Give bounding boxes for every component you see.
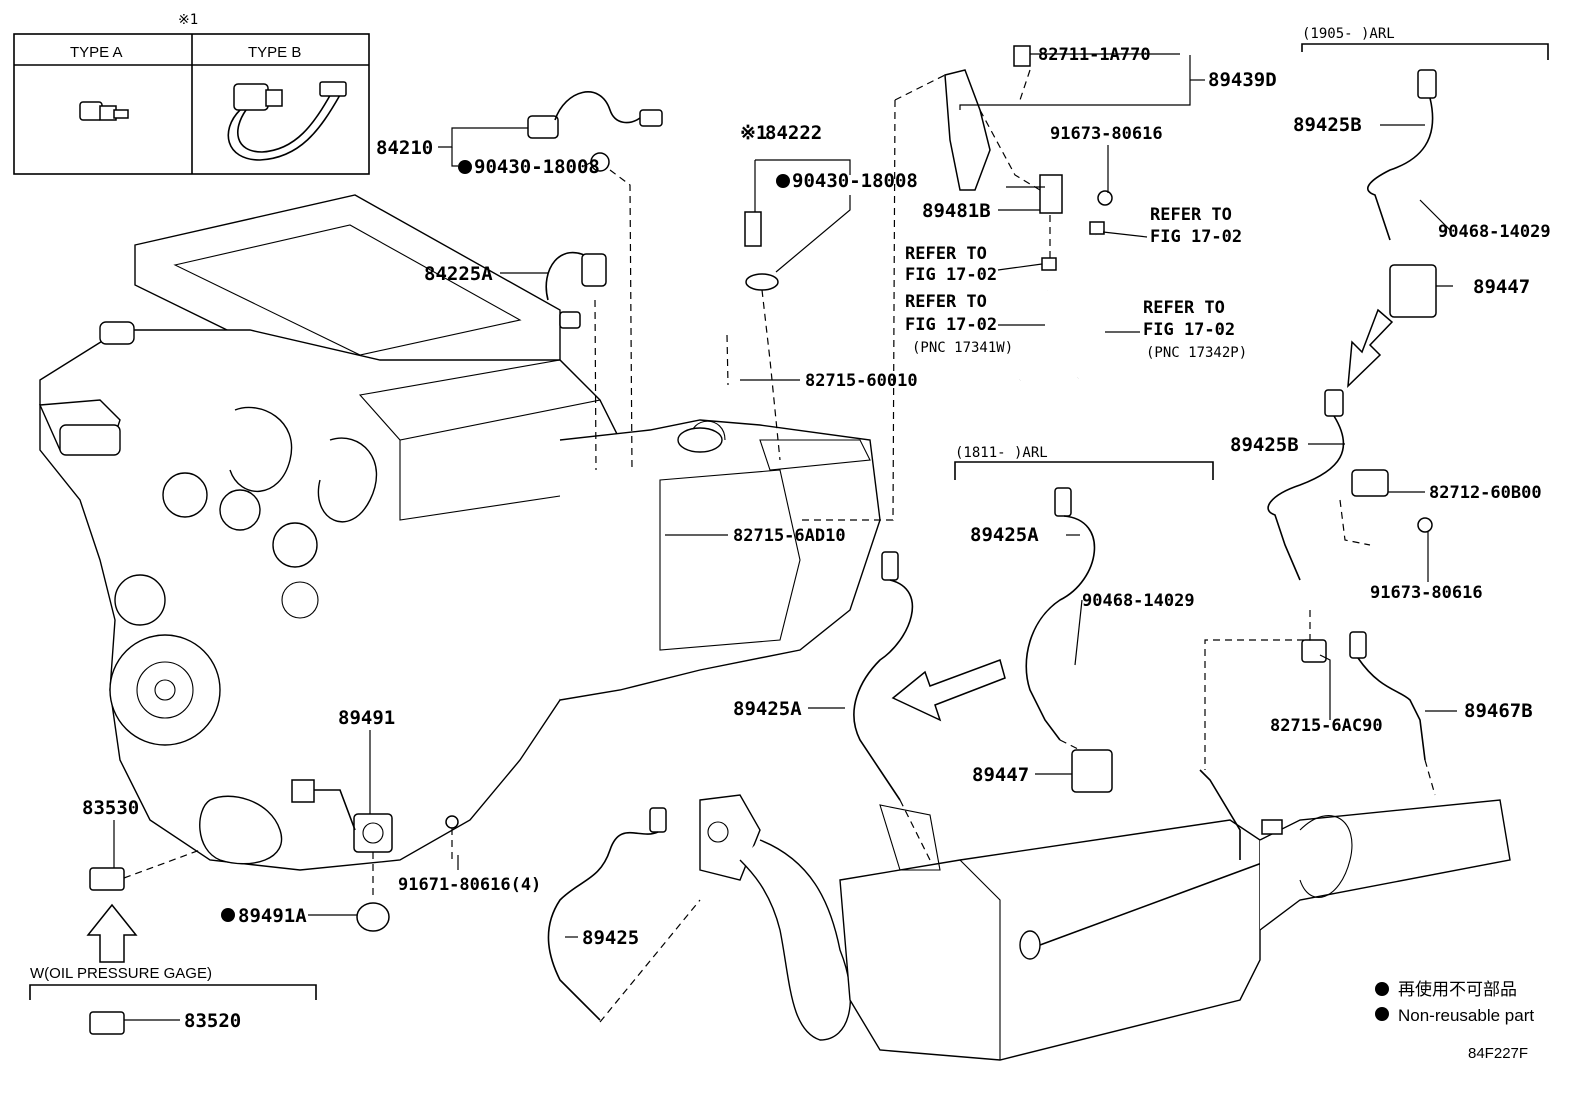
sensor-84210-icon (527, 91, 663, 172)
oil-gage-label: W(OIL PRESSURE GAGE) (30, 965, 212, 982)
refer-4-pnc: (PNC 17342P) (1146, 345, 1247, 361)
label-89491a: 89491A (238, 905, 307, 927)
label-84222-mark: ※1 (740, 122, 767, 144)
legend-dot-icon (1375, 1007, 1389, 1021)
refer-2-line1: REFER TO (905, 244, 987, 264)
refer-3-line2: FIG 17-02 (905, 315, 997, 335)
label-83520: 83520 (184, 1010, 241, 1032)
refer-1-line2: FIG 17-02 (1150, 227, 1242, 247)
label-89425a-right: 89425A (970, 524, 1039, 546)
diagram-code: 84F227F (1468, 1045, 1528, 1062)
label-89425b-top: 89425B (1293, 114, 1362, 136)
dashed-guides (123, 69, 1436, 1023)
label-89447-mid: 89447 (972, 764, 1029, 786)
exhaust-assembly-illustration (699, 769, 1511, 1061)
label-89439d: 89439D (1208, 69, 1277, 91)
label-84225a: 84225A (424, 263, 493, 285)
arrow-down-left-icon (1347, 308, 1394, 388)
label-91673-80616-b: 91673-80616 (1370, 583, 1483, 603)
type-note-mark: ※1 (178, 12, 198, 28)
seal-89491a-icon (356, 902, 390, 932)
engine-assembly-illustration (38, 194, 881, 871)
label-83530: 83530 (82, 797, 139, 819)
refer-4-line2: FIG 17-02 (1143, 320, 1235, 340)
sensor-89425b-mid-icon (1267, 389, 1433, 581)
sensor-83520-icon (89, 1011, 125, 1035)
range-1811-label: (1811- )ARL (955, 445, 1048, 461)
type-b-label: TYPE B (248, 44, 301, 61)
refer-labels: REFER TO FIG 17-02 REFER TO FIG 17-02 RE… (905, 205, 1247, 361)
sensor-89425a-right-icon (1025, 487, 1113, 793)
legend-jp: 再使用不可部品 (1398, 979, 1517, 999)
label-90468-14029-a: 90468-14029 (1438, 222, 1551, 242)
arrow-left-icon (891, 659, 1006, 722)
label-90430-18008-a: 90430-18008 (474, 156, 600, 178)
legend-en: Non-reusable part (1398, 1006, 1534, 1025)
label-89425: 89425 (582, 927, 639, 949)
sensor-89425b-top-icon (1367, 69, 1437, 318)
non-reusable-dot-icon (221, 908, 235, 922)
type-selection-box: ※1 TYPE A TYPE B (13, 12, 370, 175)
label-89425a-left: 89425A (733, 698, 802, 720)
label-90430-18008-b: 90430-18008 (792, 170, 918, 192)
type-a-label: TYPE A (70, 44, 123, 61)
sensor-89425-icon (547, 807, 667, 1021)
label-89447-top: 89447 (1473, 276, 1530, 298)
label-82715-60010: 82715-60010 (805, 371, 918, 391)
label-82715-6ad10: 82715-6AD10 (733, 526, 846, 546)
label-89467b: 89467B (1464, 700, 1533, 722)
refer-3-pnc: (PNC 17341W) (912, 340, 1013, 356)
range-1905-label: (1905- )ARL (1302, 26, 1395, 42)
label-91671-80616: 91671-80616(4) (398, 875, 541, 895)
non-reusable-dot-icon (458, 160, 472, 174)
sensor-84222-icon (744, 211, 779, 291)
type-a-sensor-icon (79, 101, 129, 121)
label-90468-14029-b: 90468-14029 (1082, 591, 1195, 611)
label-89425b-mid: 89425B (1230, 434, 1299, 456)
refer-1-line1: REFER TO (1150, 205, 1232, 225)
label-91673-80616-a: 91673-80616 (1050, 124, 1163, 144)
label-82715-6ac90: 82715-6AC90 (1270, 716, 1383, 736)
sensor-83530-icon (89, 867, 125, 891)
refer-2-line2: FIG 17-02 (905, 265, 997, 285)
refer-3-line1: REFER TO (905, 292, 987, 312)
sensor-89467b-icon (1301, 631, 1426, 761)
label-82712-60b00: 82712-60B00 (1429, 483, 1542, 503)
sensor-89425a-left-icon (853, 551, 914, 801)
label-84222: 84222 (765, 122, 822, 144)
legend: 再使用不可部品 Non-reusable part (1375, 979, 1534, 1025)
part-labels: 84210 90430-18008 ※1 84222 90430-18008 8… (82, 45, 1551, 1032)
hose-pnc-icons (1018, 221, 1110, 384)
arrow-up-icon (86, 903, 138, 963)
label-84210: 84210 (376, 137, 433, 159)
label-89491: 89491 (338, 707, 395, 729)
non-reusable-dot-icon (776, 174, 790, 188)
leader-lines (113, 53, 1457, 1021)
sensor-84225a-icon (545, 251, 607, 329)
bracket-89439d-icon (944, 45, 1113, 214)
label-82711-1a770: 82711-1A770 (1038, 45, 1151, 65)
type-b-sensor-icon (227, 81, 347, 161)
label-89481b: 89481B (922, 200, 991, 222)
legend-dot-icon (1375, 982, 1389, 996)
refer-4-line1: REFER TO (1143, 298, 1225, 318)
